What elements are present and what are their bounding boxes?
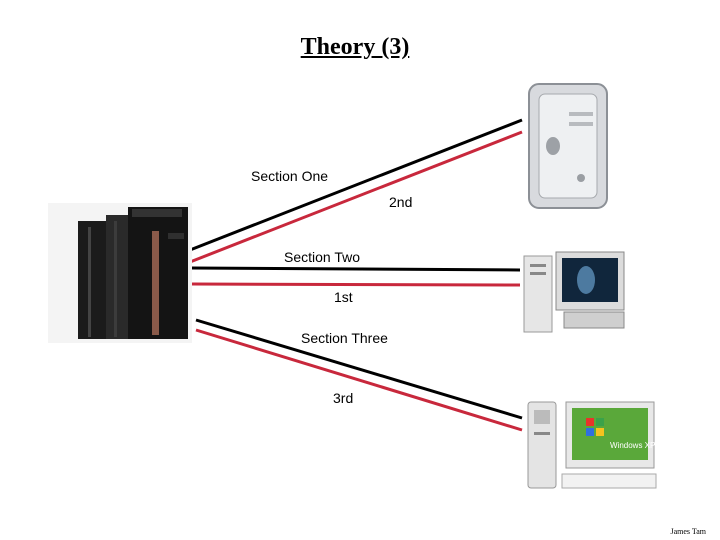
mainframe-server-icon [48, 203, 192, 343]
windows-xp-computer-icon: Windows XP [527, 401, 657, 489]
response-line-section-three [195, 328, 523, 432]
label-3rd: 3rd [333, 390, 354, 406]
slide-title: Theory (3) [300, 34, 410, 60]
request-line-section-two [191, 266, 521, 272]
label-section-two: Section Two [284, 249, 361, 265]
windows-xp-logo-text: Windows XP [610, 441, 655, 450]
request-line-section-one [189, 118, 523, 252]
label-1st: 1st [334, 289, 353, 305]
mac-tower-computer-icon [528, 83, 608, 209]
crt-monitor-computer-icon [523, 251, 625, 333]
response-line-section-one [189, 130, 523, 264]
label-section-three: Section Three [301, 330, 388, 346]
response-line-section-two [191, 282, 521, 287]
author-footer: James Tam [670, 527, 706, 536]
label-section-one: Section One [251, 168, 329, 184]
label-2nd: 2nd [389, 194, 413, 210]
request-line-section-three [195, 318, 523, 420]
